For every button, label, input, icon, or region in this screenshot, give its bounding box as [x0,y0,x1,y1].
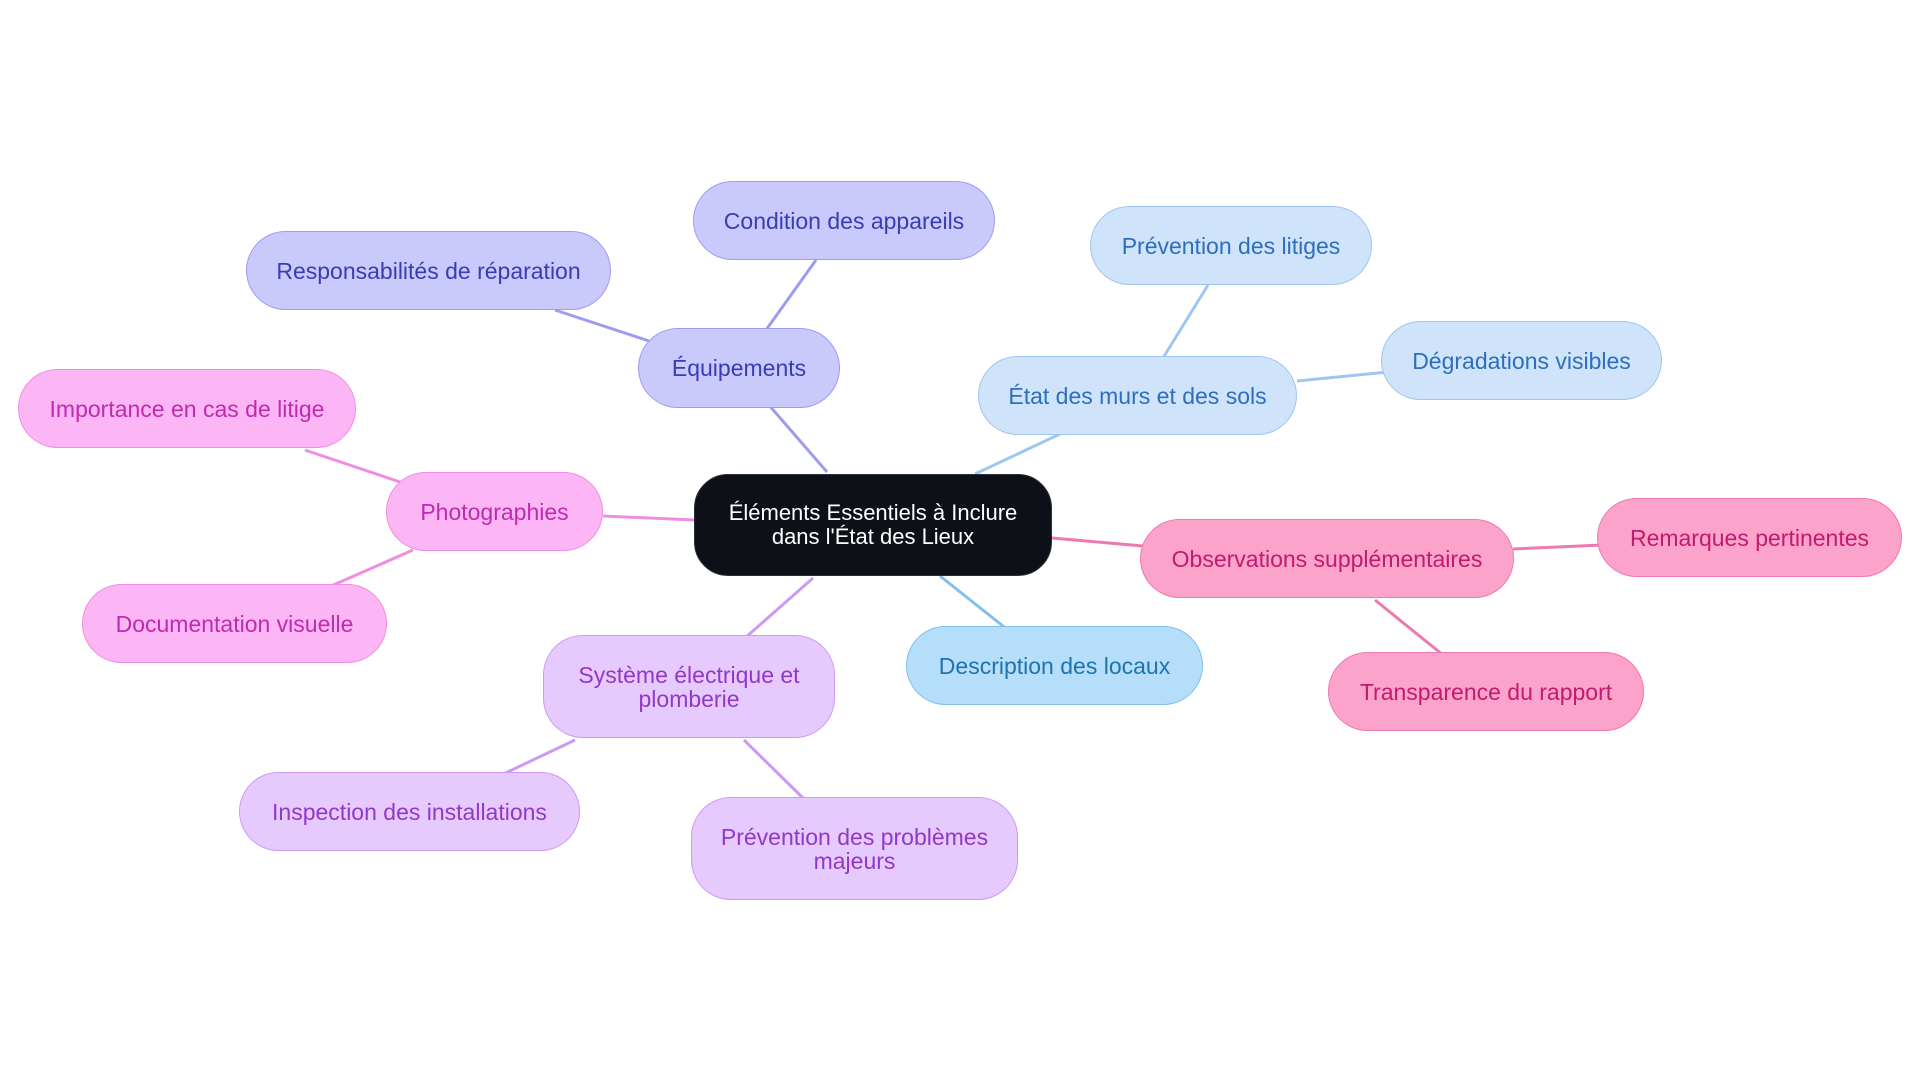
node-importance-en-cas-de-litige: Importance en cas de litige [18,369,356,448]
node-degradations-visibles: Dégradations visibles [1381,321,1662,400]
node-prevention-des-problemes-majeurs-label: Prévention des problèmes majeurs [720,823,989,874]
node-systeme-electrique-et-plomberie-label: Système électrique et plomberie [578,661,800,712]
node-remarques-pertinentes: Remarques pertinentes [1597,498,1902,577]
connector-photographies-documentation [321,548,414,592]
node-prevention-des-litiges-label: Prévention des litiges [1121,232,1341,259]
node-responsabilites-de-reparation: Responsabilités de réparation [246,231,611,310]
connector-observations-remarques [1512,543,1603,551]
connector-murs-prevention-litiges [1161,284,1210,359]
node-transparence-du-rapport-label: Transparence du rapport [1359,678,1613,705]
node-documentation-visuelle-label: Documentation visuelle [115,610,354,637]
node-degradations-visibles-label: Dégradations visibles [1412,347,1631,374]
node-inspection-des-installations: Inspection des installations [239,772,580,851]
node-equipements: Équipements [638,328,840,408]
node-observations-supplementaires-label: Observations supplémentaires [1171,545,1483,572]
node-prevention-des-problemes-majeurs: Prévention des problèmes majeurs [691,797,1018,900]
node-condition-des-appareils-label: Condition des appareils [723,207,965,234]
node-observations-supplementaires: Observations supplémentaires [1140,519,1514,598]
node-photographies: Photographies [386,472,603,551]
node-description-des-locaux-label: Description des locaux [938,652,1171,679]
connector-root-observations [1051,536,1144,548]
connector-root-photographies [602,514,695,522]
connector-systeme-prevention-problemes [742,738,807,802]
connector-systeme-inspection [494,738,576,780]
root-node: Éléments Essentiels à Inclure dans l'Éta… [694,474,1052,576]
connector-root-murs [974,432,1061,476]
connector-root-systeme [744,576,814,640]
node-remarques-pertinentes-label: Remarques pertinentes [1629,524,1870,551]
connector-root-equipements [766,403,829,473]
node-condition-des-appareils: Condition des appareils [693,181,995,260]
connector-photographies-importance [304,448,401,484]
root-node-label: Éléments Essentiels à Inclure dans l'Éta… [728,500,1018,549]
node-photographies-label: Photographies [420,498,569,525]
node-description-des-locaux: Description des locaux [906,626,1203,705]
node-responsabilites-de-reparation-label: Responsabilités de réparation [276,257,581,284]
node-etat-des-murs-et-des-sols: État des murs et des sols [978,356,1297,435]
connector-murs-degradations [1296,370,1389,383]
node-importance-en-cas-de-litige-label: Importance en cas de litige [49,395,325,422]
connector-observations-transparence [1374,598,1444,657]
connector-equipements-condition [764,259,818,331]
node-prevention-des-litiges: Prévention des litiges [1090,206,1372,285]
node-etat-des-murs-et-des-sols-label: État des murs et des sols [1008,382,1267,409]
node-equipements-label: Équipements [671,355,807,381]
node-transparence-du-rapport: Transparence du rapport [1328,652,1644,731]
node-documentation-visuelle: Documentation visuelle [82,584,387,663]
connector-equipements-responsabilites [554,308,653,344]
connector-root-description [939,574,1009,632]
node-inspection-des-installations-label: Inspection des installations [272,798,547,825]
node-systeme-electrique-et-plomberie: Système électrique et plomberie [543,635,835,738]
